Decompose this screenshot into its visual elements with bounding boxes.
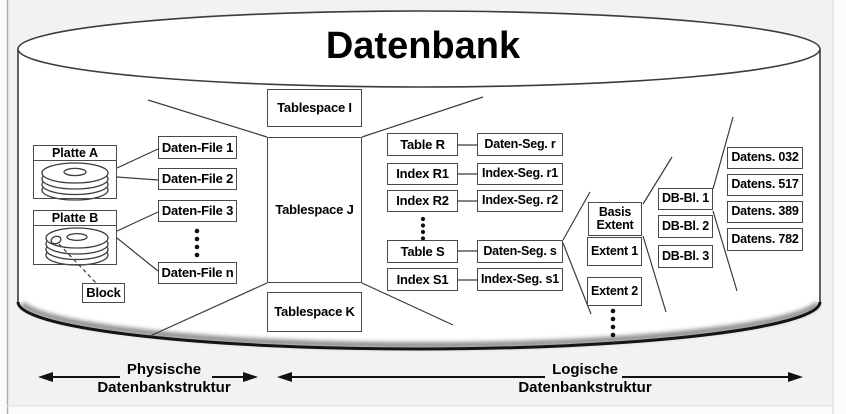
ellipsis-extents [610, 308, 616, 338]
disk-file-connectors [116, 148, 159, 272]
data-file-box: Daten-File n [158, 262, 237, 284]
ellipsis-tables [420, 216, 426, 241]
segment-box: Index-Seg. s1 [477, 268, 563, 291]
disk-box-platte-b: Platte B [33, 210, 117, 265]
tablespace-box: Tablespace I [267, 89, 362, 127]
block-marker-icon [50, 235, 62, 245]
disk-label: Platte B [34, 211, 116, 226]
cylinder-shadow [19, 301, 821, 349]
data-file-box: Daten-File 1 [158, 136, 237, 159]
table-segment-connectors [458, 144, 477, 281]
physical-range-arrow [38, 372, 258, 382]
db-block-box: DB-Bl. 1 [658, 188, 713, 210]
tablespace-box: Tablespace K [267, 292, 362, 332]
legend-logical: Logische Datenbankstruktur [460, 361, 710, 397]
index-box: Index S1 [387, 268, 458, 291]
legend-logical-line2: Datenbankstruktur [518, 379, 652, 396]
record-box: Datens. 389 [727, 201, 803, 223]
db-block-box: DB-Bl. 2 [658, 215, 713, 238]
record-box: Datens. 517 [727, 174, 803, 196]
extent-box: Basis Extent [588, 202, 642, 236]
block-label-box: Block [82, 283, 125, 303]
logical-range-arrow [277, 372, 803, 382]
ellipsis-data-files [194, 228, 200, 258]
index-box: Index R1 [387, 163, 458, 185]
disk-icon [45, 227, 109, 266]
disk-label: Platte A [34, 146, 116, 161]
zoom-fan-lines [147, 96, 738, 337]
legend-logical-line1: Logische [552, 361, 618, 378]
db-block-box: DB-Bl. 3 [658, 245, 713, 268]
disk-icon [41, 162, 109, 201]
table-box: Table R [387, 133, 458, 156]
legend-physical-line2: Datenbankstruktur [97, 379, 231, 396]
legend-physical: Physische Datenbankstruktur [39, 361, 289, 397]
data-file-box: Daten-File 2 [158, 168, 237, 190]
legend-physical-line1: Physische [126, 361, 202, 378]
disk-box-platte-a: Platte A [33, 145, 117, 199]
segment-box: Index-Seg. r1 [477, 163, 563, 185]
data-file-box: Daten-File 3 [158, 200, 237, 222]
segment-box: Daten-Seg. s [477, 240, 563, 263]
index-box: Index R2 [387, 190, 458, 212]
record-box: Datens. 032 [727, 147, 803, 169]
segment-box: Index-Seg. r2 [477, 190, 563, 212]
tablespace-box: Tablespace J [267, 137, 362, 283]
block-pointer-dashed-line [58, 243, 97, 284]
record-box: Datens. 782 [727, 228, 803, 251]
table-box: Table S [387, 240, 458, 263]
extent-box: Extent 1 [587, 237, 642, 266]
extent-box: Extent 2 [587, 277, 642, 306]
diagram-title: Datenbank [325, 25, 521, 67]
segment-box: Daten-Seg. r [477, 133, 563, 156]
